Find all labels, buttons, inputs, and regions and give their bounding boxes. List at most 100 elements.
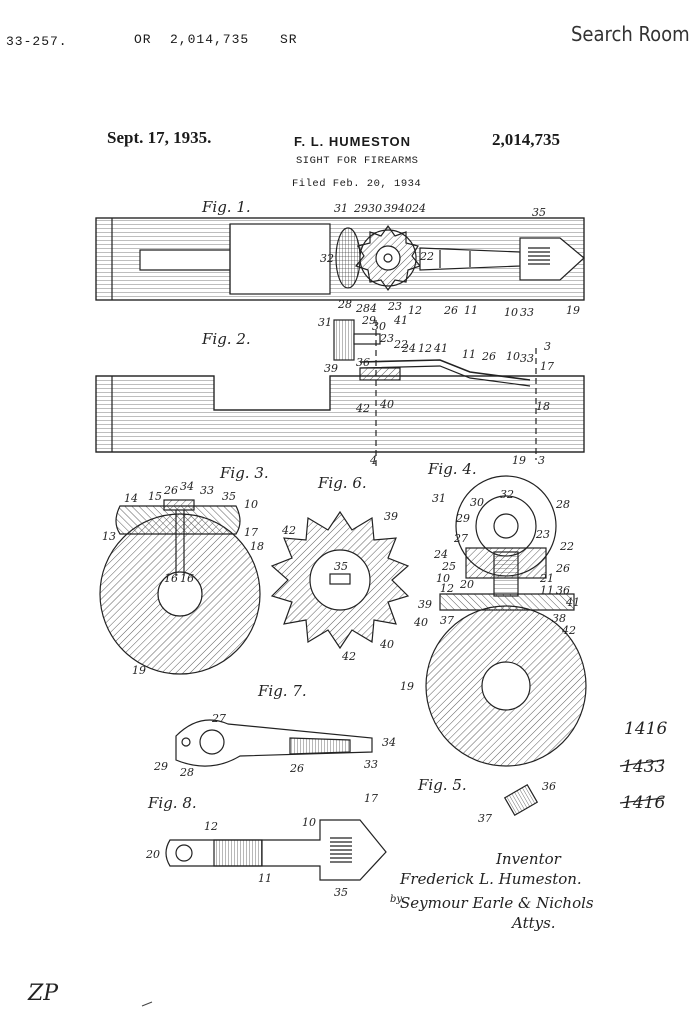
figure-8	[165, 819, 387, 881]
inventor-signature: Frederick L. Humeston.	[399, 870, 582, 888]
ref-numeral: 39	[418, 598, 432, 611]
corner-note: ZP	[27, 981, 59, 1006]
strike-mark	[619, 759, 665, 767]
ref-numeral: 27	[211, 712, 226, 725]
ref-numeral: 11	[462, 348, 476, 361]
figure-7	[175, 719, 373, 767]
ref-numeral: 31	[432, 492, 446, 505]
typed-or-label: OR	[134, 32, 152, 47]
ref-numeral: 24	[433, 548, 448, 561]
ref-numeral: 30	[372, 320, 386, 333]
ref-numeral: 32	[320, 252, 334, 265]
ref-numeral: 34	[382, 736, 396, 749]
ref-numeral: 30	[368, 202, 382, 215]
ref-numeral: 3	[544, 340, 551, 353]
ref-numeral: 37	[478, 812, 492, 825]
ref-numeral: 36	[556, 584, 570, 597]
ref-numeral: 10	[504, 306, 518, 319]
ref-numeral: 35	[222, 490, 236, 503]
ref-numeral: 10	[436, 572, 450, 585]
stray-mark	[141, 1001, 153, 1007]
margin-note: 1433	[622, 757, 665, 777]
ref-numeral: 18	[536, 400, 550, 413]
ref-numeral: 29	[153, 760, 168, 773]
fig-3-label: Fig. 3.	[219, 464, 269, 482]
ref-numeral: 29	[455, 512, 470, 525]
typed-sr-label: SR	[280, 32, 298, 47]
ref-numeral: 12	[440, 582, 454, 595]
ref-numeral: 28	[355, 302, 370, 315]
filed-date: Filed Feb. 20, 1934	[292, 178, 422, 190]
ref-numeral: 41	[433, 342, 448, 355]
ref-numeral: 33	[364, 758, 378, 771]
ref-numeral: 11	[258, 872, 272, 885]
ref-numeral: 42	[281, 524, 296, 537]
ref-numeral: 17	[540, 360, 554, 373]
ref-numeral: 38	[552, 612, 566, 625]
ref-numeral: 11	[540, 584, 554, 597]
ref-numeral: 20	[459, 578, 474, 591]
ref-numeral: 26	[289, 762, 304, 775]
ref-numeral: 17	[364, 792, 378, 805]
ref-numeral: 33	[520, 352, 534, 365]
ref-numeral: 27	[453, 532, 468, 545]
ref-numeral: 19	[400, 680, 414, 693]
ref-numeral: 12	[408, 304, 422, 317]
fig-4-label: Fig. 4.	[427, 460, 477, 478]
ref-numeral: 15	[148, 490, 162, 503]
ref-numeral: 23	[387, 300, 402, 313]
ref-numeral: 35	[334, 560, 348, 573]
ref-numeral: 37	[440, 614, 454, 627]
typed-patent-number: 2,014,735	[170, 32, 250, 47]
ref-numeral: 12	[418, 342, 432, 355]
ref-numeral: 36	[356, 356, 370, 369]
ref-numeral: 16	[164, 572, 178, 585]
ref-numeral: 25	[441, 560, 456, 573]
ref-numeral: 19	[566, 304, 580, 317]
ref-numeral: 39	[324, 362, 338, 375]
figure-1	[95, 217, 585, 301]
ref-numeral: 13	[102, 530, 116, 543]
reference-numerals: 31 29 30 39 40 24 35 32 22 28 23 12 41 2…	[102, 202, 580, 899]
ref-numeral: 40	[397, 202, 412, 215]
ref-numeral: 33	[200, 484, 214, 497]
attorney-by: by	[390, 894, 402, 905]
ref-numeral: 26	[443, 304, 458, 317]
ref-numeral: 24	[401, 342, 416, 355]
typed-class-code: 33-257.	[6, 34, 68, 49]
ref-numeral: 10	[244, 498, 258, 511]
ref-numeral: 10	[506, 350, 520, 363]
ref-numeral: 28	[555, 498, 570, 511]
ref-numeral: 39	[384, 510, 398, 523]
ref-numeral: 26	[481, 350, 496, 363]
ref-numeral: 34	[180, 480, 194, 493]
ref-numeral: 42	[355, 402, 370, 415]
ref-numeral: 28	[337, 298, 352, 311]
ref-numeral: 18	[250, 540, 264, 553]
attorney-label: Attys.	[510, 914, 556, 932]
fig-2-label: Fig. 2.	[201, 330, 251, 348]
figure-5	[503, 784, 539, 816]
ref-numeral: 21	[539, 572, 554, 585]
fig-8-label: Fig. 8.	[147, 794, 197, 812]
ref-numeral: 10	[302, 816, 316, 829]
attorney-signature: Seymour Earle & Nichols	[400, 894, 594, 912]
ref-numeral: 22	[419, 250, 434, 263]
ref-numeral: 32	[500, 488, 514, 501]
ref-numeral: 31	[318, 316, 332, 329]
margin-note: 1416	[624, 719, 667, 739]
ref-numeral: 35	[532, 206, 546, 219]
ref-numeral: 14	[124, 492, 138, 505]
ref-numeral: 23	[379, 332, 394, 345]
ref-numeral: 40	[413, 616, 428, 629]
ref-numeral: 39	[384, 202, 398, 215]
ref-numeral: 12	[204, 820, 218, 833]
ref-numeral: 11	[464, 304, 478, 317]
ref-numeral: 23	[535, 528, 550, 541]
ref-numeral: 29	[361, 314, 376, 327]
ref-numeral: 26	[555, 562, 570, 575]
ref-numeral: 41	[393, 314, 408, 327]
ref-numeral: 4	[369, 302, 377, 315]
fig-1-label: Fig. 1.	[201, 198, 251, 216]
ref-numeral: 30	[470, 496, 484, 509]
